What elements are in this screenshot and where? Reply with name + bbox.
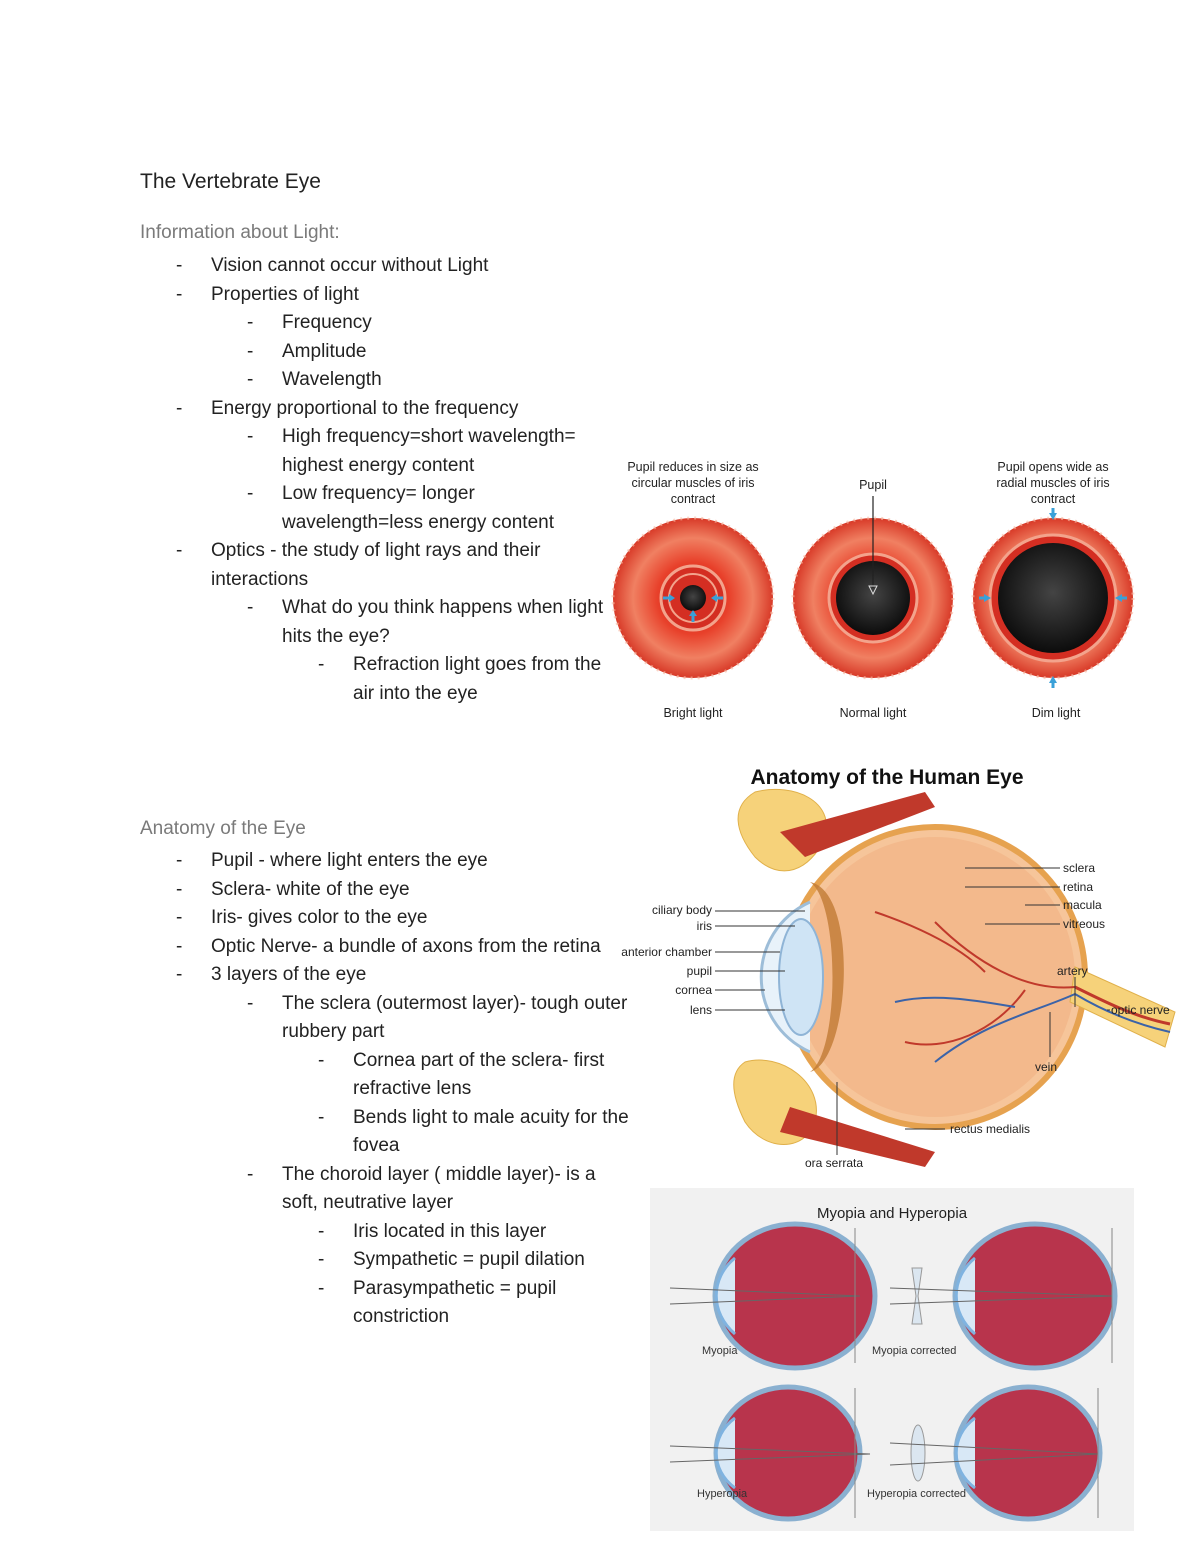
label-sclera: sclera [1063, 861, 1095, 875]
anatomy-outline-item: Cornea part of the sclera- first refract… [282, 1047, 630, 1104]
anatomy-outline-list: Pupil - where light enters the eyeSclera… [140, 847, 630, 1332]
light-outline-item: Frequency [211, 309, 610, 338]
eye-hyperopia-corrected [889, 1384, 1103, 1522]
light-outline-item: Wavelength [211, 366, 610, 395]
eye-myopia [669, 1221, 878, 1371]
label-iris: iris [697, 919, 712, 933]
label-hyperopia-corrected: Hyperopia corrected [867, 1488, 966, 1500]
muscle-upper [780, 792, 935, 857]
anatomy-outline-item: Iris- gives color to the eye [140, 904, 630, 933]
section-heading-anatomy: Anatomy of the Eye [140, 818, 306, 839]
anatomy-figure-title: Anatomy of the Human Eye [750, 766, 1023, 789]
pupil-large [998, 543, 1108, 653]
iris-dim-light [971, 508, 1135, 688]
eye-hyperopia [669, 1384, 871, 1522]
label-anterior-chamber: anterior chamber [621, 945, 712, 959]
light-outline-item: Optics - the study of light rays and the… [140, 537, 610, 594]
pupil-label-2c: contract [1031, 492, 1076, 506]
light-outline-item: Energy proportional to the frequency [140, 395, 610, 424]
label-rectus-medialis: rectus medialis [950, 1122, 1030, 1136]
muscle-lower [780, 1107, 935, 1167]
anatomy-outline-item: Optic Nerve- a bundle of axons from the … [140, 933, 630, 962]
anatomy-outline-item: The choroid layer ( middle layer)- is a … [211, 1161, 630, 1218]
anatomy-outline-item: Pupil - where light enters the eye [140, 847, 630, 876]
light-outline-list: Vision cannot occur without LightPropert… [140, 252, 610, 708]
ciliary-region [810, 882, 844, 1072]
eye-anatomy-figure: Anatomy of the Human Eye ciliary body ir… [621, 766, 1176, 1170]
pupil-label-2a: Pupil opens wide as [997, 460, 1108, 474]
anatomy-outline-item: The sclera (outermost layer)- tough oute… [211, 990, 630, 1047]
light-outline-item: Properties of light [140, 281, 610, 310]
vein-vessels [894, 993, 1076, 1063]
iris-bright-light [611, 516, 775, 680]
label-optic-nerve: optic nerve [1111, 1003, 1170, 1017]
section-heading-light: Information about Light: [140, 222, 340, 243]
pupil-label-2b: radial muscles of iris [996, 476, 1109, 490]
iris-normal-light [791, 496, 955, 680]
pupil-label-0a: Pupil reduces in size as [627, 460, 758, 474]
light-outline-item: High frequency=short wavelength= highest… [211, 423, 610, 480]
anatomy-outline-item: 3 layers of the eye [140, 961, 630, 990]
myopia-figure-title: Myopia and Hyperopia [817, 1205, 968, 1222]
arrow-icon [979, 508, 1127, 688]
document-title: The Vertebrate Eye [140, 170, 321, 193]
label-ciliary-body: ciliary body [652, 903, 712, 917]
light-outline-item: Vision cannot occur without Light [140, 252, 610, 281]
label-retina: retina [1063, 880, 1093, 894]
label-dim-top: Pupil opens wide as radial muscles of ir… [996, 460, 1109, 506]
label-myopia: Myopia [702, 1345, 738, 1357]
light-outline-item: Low frequency= longer wavelength=less en… [211, 480, 610, 537]
concave-lens-icon [911, 1267, 923, 1325]
caption-bright: Bright light [663, 706, 723, 720]
label-pupil: pupil [687, 964, 712, 978]
lens [778, 918, 824, 1036]
caption-normal: Normal light [840, 706, 907, 720]
anatomy-outline-item: Sclera- white of the eye [140, 876, 630, 905]
pupil-label-1: Pupil [859, 478, 887, 492]
pupil-normal [836, 561, 910, 635]
label-lens: lens [690, 1003, 712, 1017]
label-myopia-corrected: Myopia corrected [872, 1345, 956, 1357]
artery-vessels [874, 911, 1076, 1046]
pupil-small [680, 585, 706, 611]
anatomy-outline-item: Sympathetic = pupil dilation [282, 1246, 630, 1275]
label-bright-top: Pupil reduces in size as circular muscle… [627, 460, 758, 506]
right-leader-lines [836, 867, 1110, 1155]
label-vein: vein [1035, 1060, 1057, 1074]
pupil-size-figure: Pupil reduces in size as circular muscle… [611, 460, 1135, 720]
myopia-labels: Myopia Myopia corrected Hyperopia Hypero… [697, 1345, 966, 1500]
caption-dim: Dim light [1032, 706, 1081, 720]
eye-myopia-corrected [889, 1221, 1118, 1371]
light-outline-item: Amplitude [211, 338, 610, 367]
label-artery: artery [1057, 964, 1088, 978]
left-leader-lines [715, 910, 805, 1011]
label-vitreous: vitreous [1063, 917, 1105, 931]
convex-lens-icon [910, 1424, 926, 1482]
anatomy-outline-item: Iris located in this layer [282, 1218, 630, 1247]
anatomy-outline-item: Bends light to male acuity for the fovea [282, 1104, 630, 1161]
light-outline-item: Refraction light goes from the air into … [282, 651, 610, 708]
light-outline-item: What do you think happens when light hit… [211, 594, 610, 651]
myopia-hyperopia-figure: Myopia and Hyperopia Myopia Myopia corre… [650, 1188, 1134, 1531]
label-cornea: cornea [675, 983, 712, 997]
vitreous-body [795, 837, 1075, 1117]
label-hyperopia: Hyperopia [697, 1488, 748, 1500]
anatomy-outline-item: Parasympathetic = pupil constriction [282, 1275, 630, 1332]
right-labels: sclera retina macula vitreous artery opt… [805, 861, 1170, 1170]
left-labels: ciliary body iris anterior chamber pupil… [621, 903, 712, 1017]
label-macula: macula [1063, 898, 1102, 912]
label-ora-serrata: ora serrata [805, 1156, 863, 1170]
pupil-label-0b: circular muscles of iris [632, 476, 755, 490]
pupil-label-0c: contract [671, 492, 716, 506]
